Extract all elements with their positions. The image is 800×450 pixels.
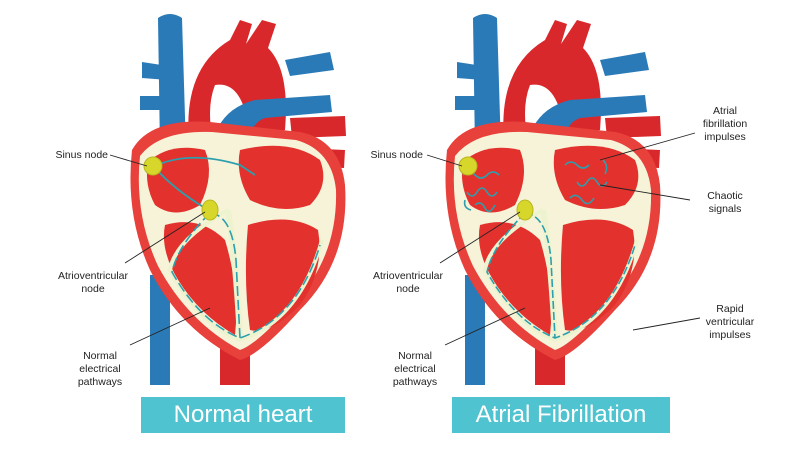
label-chaotic-signals: Chaotic signals [707,190,743,215]
label-sinus-node-normal: Sinus node [55,149,108,161]
label-av-node-normal: Atrioventricular node [57,270,129,295]
afib-heart [426,14,701,385]
banner-atrial-fibrillation: Atrial Fibrillation [452,397,670,433]
label-sinus-node-afib: Sinus node [370,149,423,161]
label-av-node-afib: Atrioventricular node [372,270,444,295]
label-afib-impulses: Atrial fibrillation impulses [702,105,748,143]
label-pathways-afib: Normal electrical pathways [392,350,438,388]
normal-heart [109,14,346,385]
banner-normal-heart: Normal heart [141,397,345,433]
label-rapid-impulses: Rapid ventricular impulses [705,303,755,341]
label-pathways-normal: Normal electrical pathways [77,350,123,388]
